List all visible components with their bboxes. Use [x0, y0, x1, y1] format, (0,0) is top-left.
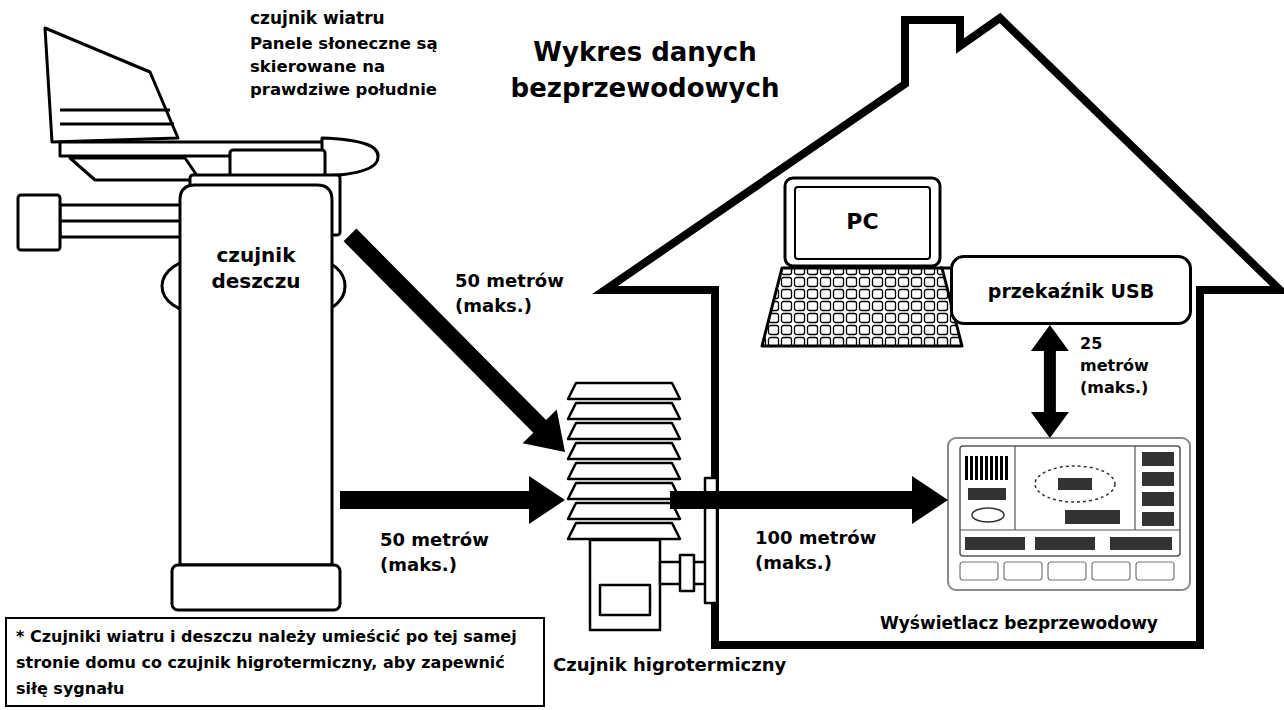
lcd-segment — [1142, 472, 1174, 486]
radiation-shield — [568, 383, 680, 399]
usb-relay-box: przekaźnik USB — [950, 255, 1192, 325]
lcd-segment — [965, 537, 1025, 550]
display-button — [1048, 562, 1086, 580]
note-box: * Czujniki wiatru i deszczu należy umieś… — [5, 617, 545, 707]
sensor-stem — [590, 540, 660, 630]
wind-sensor: czujnik wiatruPanele słoneczne są skiero… — [15, 5, 350, 310]
display-drawing — [948, 438, 1190, 590]
display-button — [960, 562, 998, 580]
house-outline — [605, 18, 1280, 645]
radiation-shield — [568, 523, 680, 539]
radiation-shield — [568, 503, 680, 519]
sensor-note: Panele słoneczne są skierowane na prawdz… — [250, 32, 462, 101]
lcd-segment — [1065, 510, 1120, 524]
cable-line — [940, 266, 950, 269]
vane-nose — [322, 138, 378, 176]
radiation-shield — [568, 403, 680, 419]
signal-arrow — [670, 476, 948, 524]
pc-laptop: PC — [760, 175, 940, 350]
diagram-title: Wykres danych bezprzewodowych — [490, 34, 800, 106]
note-text: * Czujniki wiatru i deszczu należy umieś… — [16, 624, 542, 702]
radiation-shield — [568, 423, 680, 439]
fin-line — [60, 123, 174, 126]
device-name: PC — [785, 208, 940, 236]
lcd-divider — [1134, 446, 1135, 530]
display-button — [1092, 562, 1130, 580]
laptop-keyboard — [762, 268, 962, 346]
range-label: 100 metrów (maks.) — [755, 525, 895, 575]
rain-gauge-base — [172, 565, 340, 610]
device-name: przekaźnik USB — [953, 279, 1189, 303]
laptop-lid — [785, 178, 940, 266]
wireless-display: Wyświetlacz bezprzewodowy — [948, 438, 1190, 590]
lcd-segment — [1142, 512, 1174, 526]
lcd-segment — [968, 488, 1006, 500]
radiation-shield — [568, 463, 680, 479]
laptop-drawing — [762, 178, 962, 346]
arm-line — [60, 220, 195, 223]
rain-gauge-body — [180, 185, 332, 565]
sensor-name: czujnik deszczu — [172, 242, 340, 294]
device-name: Wyświetlacz bezprzewodowy — [880, 612, 1180, 634]
lcd-icon — [972, 508, 1004, 522]
lcd-segment — [1035, 537, 1095, 550]
display-frame — [948, 438, 1190, 590]
lcd-segment — [1058, 478, 1092, 490]
lcd-segment — [1142, 452, 1174, 466]
range-label: 25 metrów (maks.) — [1080, 333, 1160, 399]
hygro-sensor: Czujnik higrotermiczny — [565, 380, 670, 630]
mount-clamp — [18, 195, 60, 250]
display-lcd — [960, 446, 1180, 556]
display-button — [1004, 562, 1042, 580]
lcd-compass — [1035, 466, 1115, 502]
vane-lower-fin — [70, 158, 200, 180]
rain-sensor: czujnik deszczu — [172, 180, 340, 610]
mount-clamp — [680, 555, 694, 591]
double-arrow — [1031, 325, 1069, 438]
vane-fin — [45, 28, 178, 142]
lcd-segment — [1142, 492, 1174, 506]
lcd-segment — [1110, 537, 1172, 550]
range-label: 50 metrów (maks.) — [380, 527, 505, 577]
display-button — [1136, 562, 1174, 580]
rain-sensor-drawing — [172, 185, 340, 610]
mount-arm — [60, 205, 195, 237]
range-label: 50 metrów (maks.) — [455, 268, 580, 318]
lcd-divider — [960, 529, 1180, 530]
fin-line — [60, 109, 170, 112]
sensor-name: czujnik wiatru — [250, 7, 470, 30]
lcd-divider — [1014, 446, 1015, 530]
sensor-name: Czujnik higrotermiczny — [553, 653, 853, 677]
radiation-shield — [568, 443, 680, 459]
signal-arrow — [340, 476, 565, 524]
sensor-cap — [600, 585, 650, 615]
lcd-bargraph — [965, 456, 1010, 480]
radiation-shield — [568, 483, 680, 499]
signal-arrow — [344, 229, 565, 452]
